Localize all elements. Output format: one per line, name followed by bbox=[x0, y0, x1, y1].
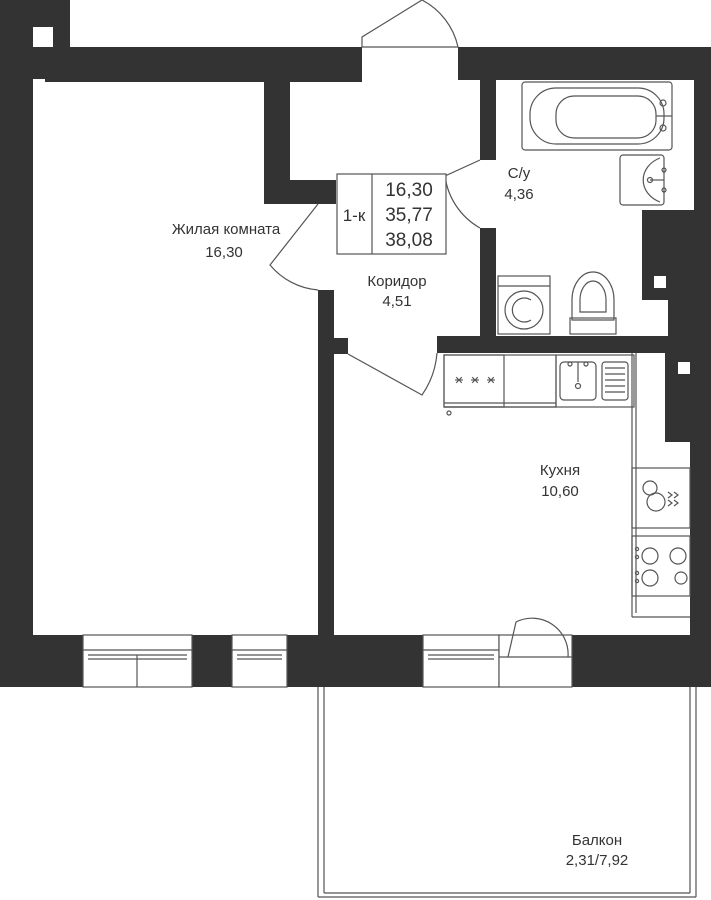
apartment-type: 1-к bbox=[343, 206, 366, 225]
living-door bbox=[269, 203, 319, 291]
cooktop-icon bbox=[634, 546, 688, 587]
corridor-area: 4,51 bbox=[382, 293, 411, 310]
apartment-info-box: 1-к 16,30 35,77 38,08 bbox=[336, 173, 447, 255]
washbasin-icon bbox=[619, 154, 667, 206]
balcony-door bbox=[498, 617, 573, 688]
window-kitchen bbox=[422, 634, 500, 688]
sink-icon bbox=[555, 354, 635, 408]
balcony-area: 2,31/7,92 bbox=[566, 852, 629, 869]
balcony-name: Балкон bbox=[572, 832, 622, 849]
kitchen-door bbox=[347, 352, 438, 396]
living-room-name: Жилая комната bbox=[172, 221, 281, 238]
total-with-balcony-value: 38,08 bbox=[385, 230, 433, 251]
stove-burner-stars bbox=[455, 376, 495, 384]
stove-icon bbox=[443, 354, 557, 416]
bathroom-door bbox=[444, 159, 481, 229]
window-living-2 bbox=[231, 634, 288, 688]
washing-machine-icon bbox=[497, 275, 551, 335]
corridor-name: Коридор bbox=[367, 273, 426, 290]
kitchen-counter-right bbox=[631, 353, 691, 618]
balcony-outline bbox=[317, 687, 697, 898]
bathroom-area: 4,36 bbox=[504, 186, 533, 203]
kitchen-name: Кухня bbox=[540, 462, 580, 479]
toilet-icon bbox=[569, 271, 617, 335]
windows bbox=[82, 617, 573, 688]
room-labels: Жилая комната 16,30 Коридор 4,51 С/у 4,3… bbox=[172, 165, 628, 869]
bathroom-name: С/у bbox=[508, 165, 531, 182]
window-living-1 bbox=[82, 634, 193, 688]
wall-notches bbox=[33, 27, 690, 374]
entrance-door bbox=[361, 0, 423, 47]
kitchen-area: 10,60 bbox=[541, 483, 579, 500]
walls bbox=[0, 0, 711, 687]
bathtub-icon bbox=[521, 81, 673, 151]
living-room-area: 16,30 bbox=[205, 244, 243, 261]
total-area-value: 35,77 bbox=[385, 205, 433, 226]
living-area-value: 16,30 bbox=[385, 180, 433, 201]
boiler-icon bbox=[642, 480, 679, 512]
